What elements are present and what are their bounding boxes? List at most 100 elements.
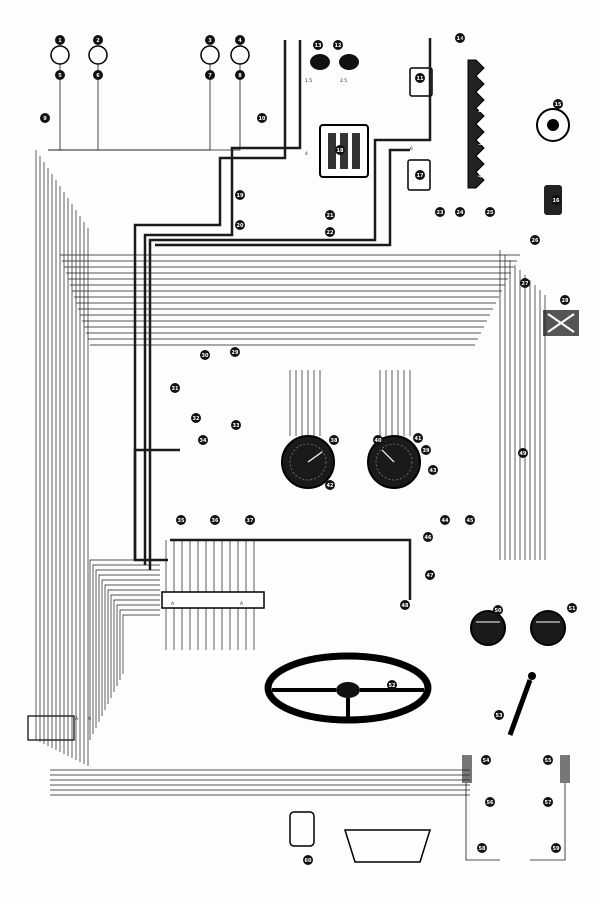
harness-wire [95,569,160,728]
badge-number: 57 [545,800,552,806]
badge-number: 43 [430,468,437,474]
badge-number: 49 [520,451,527,457]
badge-circle [543,755,553,765]
harness-wire [104,584,160,710]
component-badge: 56 [485,797,495,807]
badge-number: 58 [479,846,486,852]
component-badge: 12 [333,40,343,50]
badge-circle [455,33,465,43]
component-badge: 35 [176,515,186,525]
component-badge: 60 [303,855,313,865]
component-badge: 36 [210,515,220,525]
badge-number: 5 [58,73,62,79]
horn-right [339,54,359,70]
badge-circle [560,295,570,305]
badge-number: 29 [232,350,239,356]
component-badge: 4 [235,35,245,45]
badge-number: 17 [417,173,424,179]
badge-circle [325,227,335,237]
component-badge: 47 [425,570,435,580]
badge-circle [93,70,103,80]
badge-number: 32 [193,416,200,422]
harness-wire [113,599,160,692]
headlamp-wire [48,64,211,151]
badge-circle [493,605,503,615]
component-badge: 22 [325,227,335,237]
aux-gauge-left [470,610,506,646]
badge-number: 14 [457,36,464,42]
rear-lamp-right [560,755,570,783]
component-badge: 50 [493,605,503,615]
badge-circle [40,113,50,123]
badge-circle [325,480,335,490]
badge-circle [205,70,215,80]
badge-number: 37 [247,518,254,524]
badge-circle [198,435,208,445]
badge-number: 60 [305,858,312,864]
terminal-label: A [240,601,244,607]
badge-circle [423,532,433,542]
component-badge: 43 [428,465,438,475]
badge-number: 54 [483,758,490,764]
badge-number: 23 [437,210,444,216]
steering-wheel [264,652,432,724]
badge-circle [335,145,345,155]
badge-circle [55,70,65,80]
badge-circle [373,435,383,445]
cyl-2-label: 2 [478,106,482,114]
badge-circle [325,210,335,220]
badge-circle [93,35,103,45]
connector-code: 6 [460,36,463,42]
badge-circle [415,170,425,180]
rear-wire [465,783,500,861]
wiring-harness [35,64,566,861]
harness-wire [119,609,160,680]
headlamp-left [50,45,108,65]
badge-circle [465,515,475,525]
badge-circle [235,220,245,230]
badge-number: 53 [496,713,503,719]
component-badge: 10 [257,113,267,123]
badge-circle [303,855,313,865]
main-power-cables [133,38,432,600]
badge-circle [400,600,410,610]
badge-circle [551,195,561,205]
component-badge: 2 [93,35,103,45]
badge-circle [200,350,210,360]
component-badge: 25 [485,207,495,217]
headlamp-right [200,45,250,65]
badge-circle [170,383,180,393]
harness-wire [116,604,160,686]
component-badge: 18 [335,145,345,155]
badge-number: 3 [208,38,212,44]
component-badge: 23 [435,207,445,217]
badge-circle [425,570,435,580]
badge-number: 45 [467,518,474,524]
component-badge: 45 [465,515,475,525]
component-badge: 55 [543,755,553,765]
badge-number: 11 [417,76,424,82]
badge-circle [235,190,245,200]
badge-circle [428,465,438,475]
ignition-switch-plate [27,715,75,741]
badge-circle [440,515,450,525]
rear-wire [530,783,566,861]
badge-circle [176,515,186,525]
badge-circle [257,113,267,123]
badge-number: 31 [172,386,179,392]
component-badge: 8 [235,70,245,80]
badge-circle [210,515,220,525]
connector-code: 6 [410,146,413,152]
badge-number: 12 [335,43,342,49]
component-badge: 40 [373,435,383,445]
fuel-tank-sender [289,811,315,847]
spark-plug-comb: 1 2 3 4 [467,59,485,189]
badge-circle [333,40,343,50]
battery-cable [133,448,180,560]
badge-number: 55 [545,758,552,764]
component-badge: 13 [313,40,323,50]
dashboard-fuse-block [161,591,265,609]
badge-number: 40 [375,438,382,444]
